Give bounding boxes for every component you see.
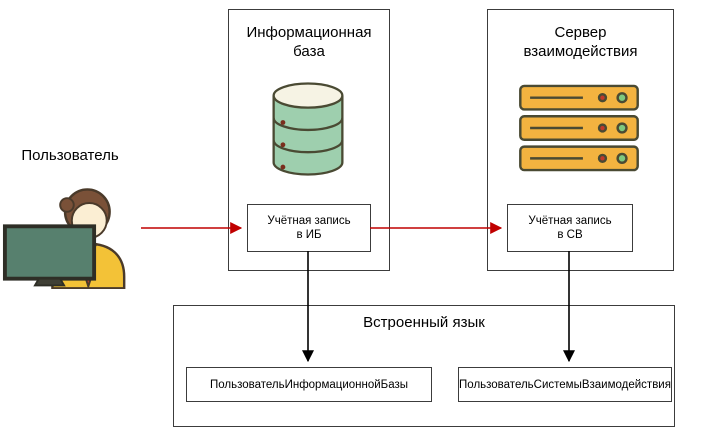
builtin-language-title: Встроенный язык [363,314,485,331]
database-icon [272,82,344,176]
sv-user-object-box: ПользовательСистемыВзаимодействия [458,367,672,402]
sv-account-line: в СВ [557,229,583,241]
interaction-server-title-line: взаимодействия [523,43,638,60]
user-at-computer-icon [2,188,126,289]
info-base-title-line: база [293,43,325,60]
interaction-server-title: Сервер взаимодействия [488,10,673,61]
sv-user-object-label: ПользовательСистемыВзаимодействия [459,378,671,391]
ib-account-line: Учётная запись [267,215,351,227]
ib-user-object-label: ПользовательИнформационнойБазы [209,378,409,391]
info-base-title-line: Информационная [246,24,372,41]
interaction-server-title-line: Сервер [554,24,607,41]
ib-account-box: Учётная запись в ИБ [247,204,371,252]
ib-user-object-box: ПользовательИнформационнойБазы [186,367,432,402]
ib-account-line: в ИБ [296,229,322,241]
sv-account-box: Учётная запись в СВ [507,204,633,252]
builtin-language-box: Встроенный язык [173,305,675,427]
server-stack-icon [519,84,639,172]
user-label: Пользователь [21,147,119,164]
info-base-title: Информационная база [229,10,389,61]
sv-account-line: Учётная запись [528,215,612,227]
